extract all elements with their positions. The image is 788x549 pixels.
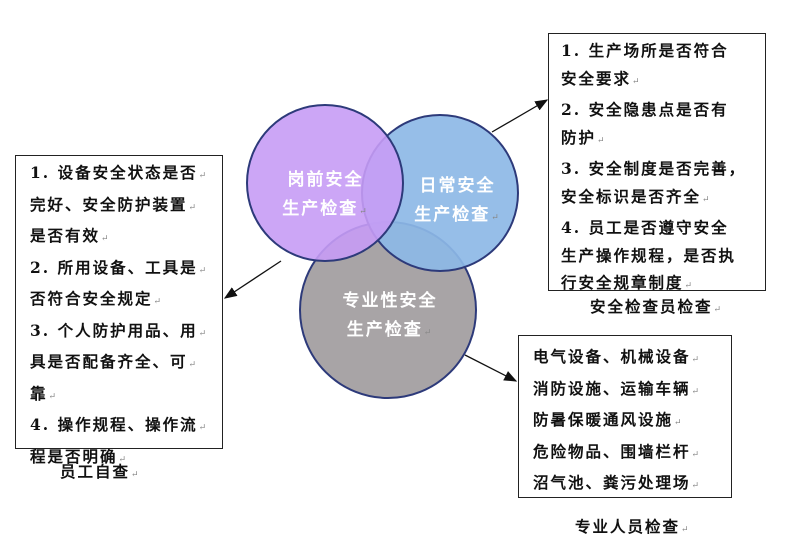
box-line: 安全标识是否齐全 [561, 183, 765, 215]
box-line: 生产操作规程，是否执 [561, 245, 737, 265]
professional-circle-label: 专业性安全 生产检查 [325, 287, 455, 348]
box-line: 危险物品、围墙栏杆 [533, 438, 731, 470]
inspector-check-box: 1. 生产场所是否符合 安全要求 2. 安全隐患点是否有 防护 3. 安全制度是… [548, 33, 766, 292]
box-line: 是否有效 [30, 222, 222, 254]
arrow-to-right-box [491, 99, 549, 133]
box-line: 3. 安全制度是否完善， [561, 159, 747, 178]
box-line: 安全要求 [561, 65, 765, 97]
box-line: 2. 安全隐患点是否有 [561, 100, 729, 119]
box-line: 电气设备、机械设备 [533, 343, 731, 375]
box-line: 具是否配备齐全、可 [30, 348, 222, 380]
post-line2: 生产检查 [268, 195, 383, 227]
daily-line2: 生产检查 [400, 201, 515, 233]
inspector-check-caption: 安全检查员检查 [590, 295, 723, 317]
box-line: 2. 所用设备、工具是 [30, 254, 222, 286]
daily-line1: 日常安全 [419, 176, 496, 196]
box-line: 完好、安全防护装置 [30, 191, 222, 223]
professional-check-box: 电气设备、机械设备 消防设施、运输车辆 防暑保暖通风设施 危险物品、围墙栏杆 沼… [518, 335, 732, 498]
box-line: 3. 个人防护用品、用 [30, 317, 222, 349]
box-line: 防护 [561, 124, 765, 156]
arrow-to-bottom-box [464, 354, 518, 382]
box-line: 1. 设备安全状态是否 [30, 159, 222, 191]
box-line: 4. 操作规程、操作流 [30, 411, 222, 443]
professional-check-caption: 专业人员检查 [575, 515, 691, 537]
employee-self-check-box: 1. 设备安全状态是否 完好、安全防护装置 是否有效 2. 所用设备、工具是 否… [15, 155, 223, 466]
box-line: 消防设施、运输车辆 [533, 375, 731, 407]
post-circle-label: 岗前安全 生产检查 [268, 166, 383, 227]
professional-line2: 生产检查 [325, 316, 455, 348]
daily-circle-label: 日常安全 生产检查 [400, 172, 515, 233]
post-line1: 岗前安全 [287, 170, 364, 190]
box-line: 沼气池、粪污处理场 [533, 469, 731, 501]
box-line: 防暑保暖通风设施 [533, 406, 731, 438]
box-line: 否符合安全规定 [30, 285, 222, 317]
box-line: 1. 生产场所是否符合 [561, 41, 729, 60]
box-line: 靠 [30, 380, 222, 412]
box-line: 4. 员工是否遵守安全 [561, 218, 729, 237]
employee-self-check-caption: 员工自查 [60, 460, 141, 482]
arrow-to-left-box [223, 260, 282, 299]
box-line: 行安全规章制度 [561, 269, 765, 301]
professional-line1: 专业性安全 [342, 291, 438, 311]
